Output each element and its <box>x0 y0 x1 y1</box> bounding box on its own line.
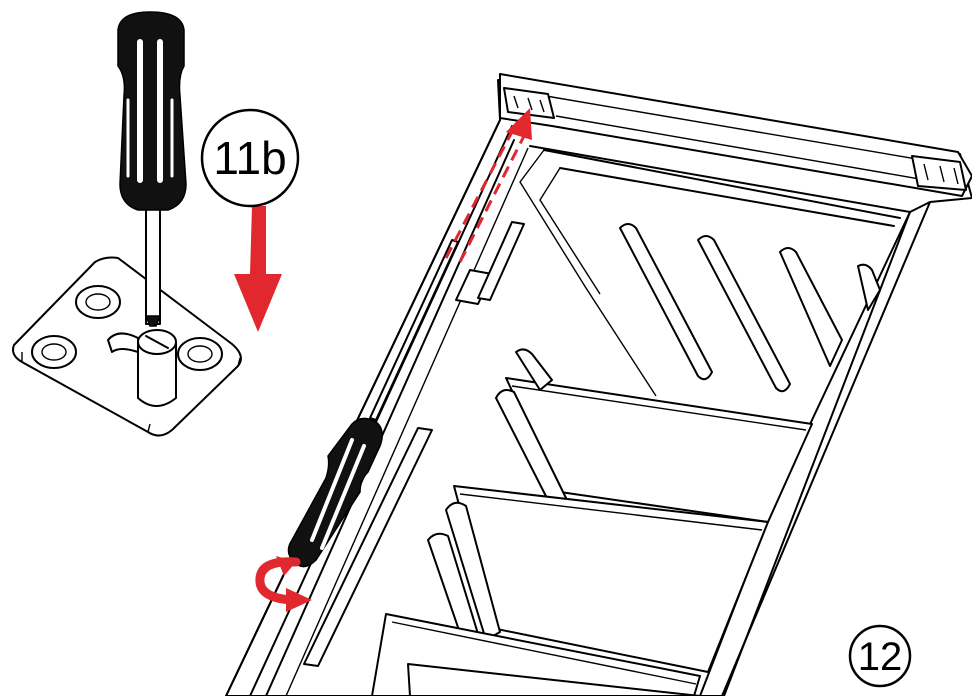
fridge-door: 12 <box>225 73 972 696</box>
step-label-text: 12 <box>858 635 903 679</box>
hinge-plate <box>12 256 242 437</box>
door-hinge-right <box>911 155 967 191</box>
door-shelf-1 <box>495 348 813 523</box>
dashed-arrow-icon <box>444 108 532 263</box>
step-label-text: 11b <box>213 132 286 184</box>
hinge-pin <box>107 329 177 407</box>
liner-ribs <box>619 223 881 393</box>
rotate-arrow-icon <box>255 556 312 612</box>
hinge-detail: 11b <box>12 11 300 437</box>
arrow-down-icon <box>234 206 282 332</box>
step-label-11b: 11b <box>200 108 300 208</box>
door-hinge-left <box>503 87 555 119</box>
step-label-12: 12 <box>848 624 912 688</box>
hinge-hole-right <box>177 337 223 371</box>
screwdriver-icon <box>117 11 187 327</box>
hinge-hole-left <box>31 335 77 369</box>
hinge-hole-top <box>75 285 121 319</box>
door-shelf-3 <box>371 613 701 696</box>
